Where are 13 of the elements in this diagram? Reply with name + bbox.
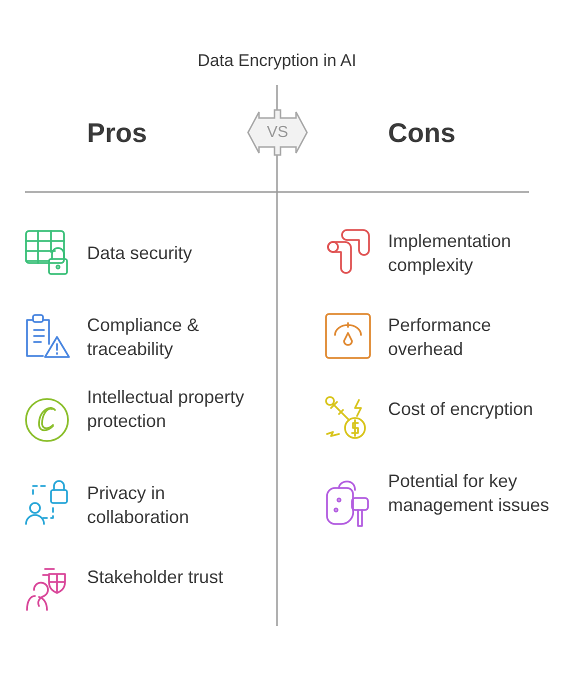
vs-hexagon: VS <box>247 108 308 157</box>
item-text: Implementation complexity <box>388 230 512 277</box>
diagram-title: Data Encryption in AI <box>196 50 358 72</box>
column-heading: Pros <box>87 117 148 149</box>
item-text: Data security <box>87 242 194 265</box>
item-text: Potential for key management issues <box>388 470 550 517</box>
item-text: Stakeholder trust <box>87 566 224 589</box>
item-text: Performance overhead <box>388 314 492 361</box>
item-text: Privacy in collaboration <box>87 482 190 529</box>
column-heading: Cons <box>388 117 456 149</box>
item-text: Cost of encryption <box>388 398 534 421</box>
item-text: Intellectual property protection <box>87 386 246 433</box>
item-text: Compliance & traceability <box>87 314 200 361</box>
